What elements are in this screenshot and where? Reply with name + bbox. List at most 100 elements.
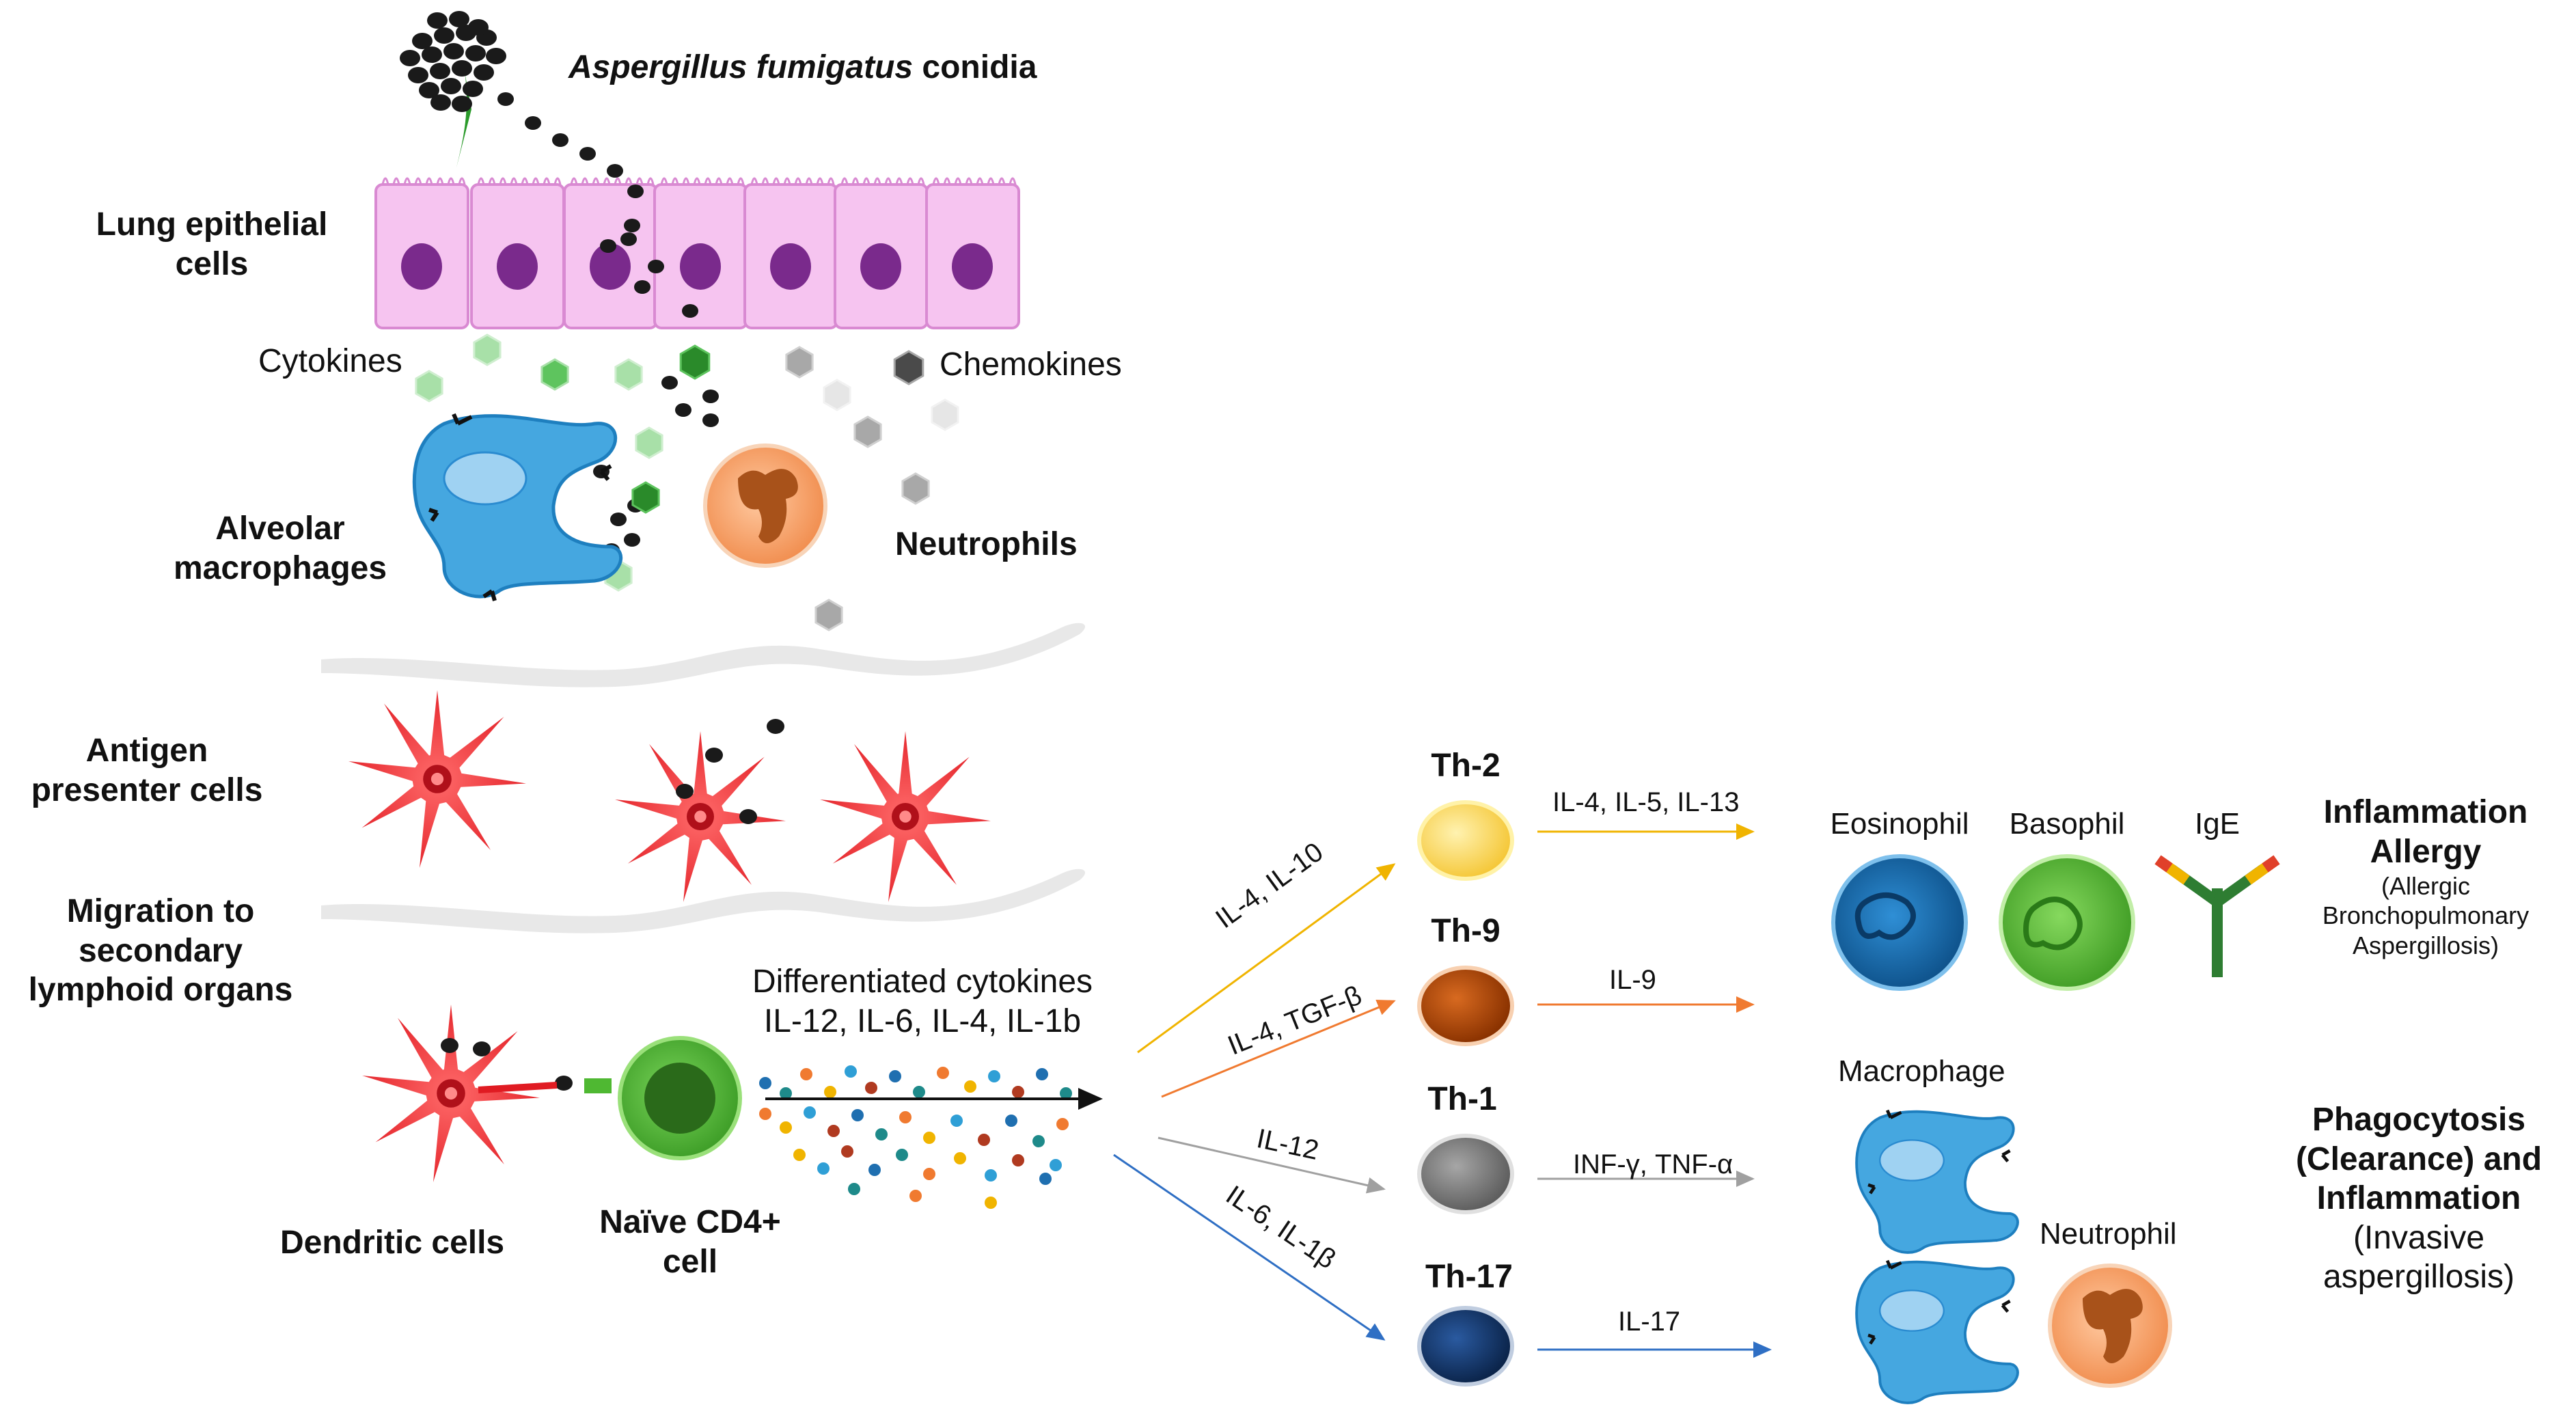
- molecule-hexagon-icon: [823, 379, 851, 411]
- macrophage-label: Macrophage: [1838, 1054, 2005, 1088]
- conidium-icon: [702, 390, 719, 403]
- cytokine-dot: [874, 1127, 889, 1142]
- outcome-line: Allergy: [2370, 833, 2482, 870]
- outcome-line: Inflammation: [2323, 794, 2528, 830]
- nucleus-icon: [770, 243, 811, 290]
- th2-output-label: IL-4, IL-5, IL-13: [1552, 787, 1740, 817]
- cytokine-dot: [888, 1069, 903, 1084]
- molecule-hexagon-icon: [631, 481, 660, 514]
- conidium-icon: [555, 1076, 573, 1091]
- label-line: secondary: [78, 932, 243, 969]
- cytokine-dot: [922, 1130, 937, 1145]
- title-suffix: conidia: [913, 49, 1037, 85]
- conidium-icon: [430, 63, 450, 79]
- conidium-icon: [434, 27, 454, 44]
- molecule-hexagon-icon: [540, 358, 569, 391]
- conidium-icon: [430, 94, 451, 111]
- cytokine-dot: [987, 1069, 1002, 1084]
- cytokine-dot: [953, 1151, 968, 1166]
- conidium-icon: [412, 33, 433, 49]
- conidium-icon: [620, 232, 637, 246]
- label-line: cells: [175, 245, 249, 282]
- outcome-line: Phagocytosis: [2312, 1102, 2526, 1138]
- neutrophil-effector-icon: [2048, 1264, 2172, 1388]
- label-line: Naïve CD4+: [599, 1204, 781, 1240]
- nucleus-icon: [952, 243, 993, 290]
- cytokine-dot: [1011, 1153, 1026, 1168]
- conidium-icon: [422, 46, 442, 63]
- nucleus-icon: [860, 243, 901, 290]
- th1-label: Th-1: [1427, 1081, 1497, 1117]
- conidium-icon: [486, 48, 506, 64]
- conidium-icon: [634, 280, 650, 294]
- cytokine-dot: [826, 1123, 841, 1138]
- conidium-icon: [739, 809, 757, 824]
- label-line: macrophages: [173, 549, 387, 586]
- lung-epithelial-cells: [374, 177, 1020, 329]
- molecule-hexagon-icon: [901, 472, 930, 505]
- phagocytosis-outcome-label: Phagocytosis (Clearance) and Inflammatio…: [2269, 1100, 2569, 1297]
- cytokine-dot: [894, 1147, 909, 1162]
- conidium-icon: [468, 19, 489, 36]
- conidium-icon: [441, 78, 461, 94]
- label-line: Differentiated cytokines: [752, 964, 1093, 1000]
- antigen-presenter-label: Antigen presenter cells: [17, 731, 277, 810]
- differentiated-cytokines-label: Differentiated cytokines IL-12, IL-6, IL…: [731, 962, 1114, 1041]
- th2-cell-icon: [1417, 800, 1514, 881]
- cytokine-dot: [758, 1106, 773, 1121]
- ige-antibody-icon: [2154, 855, 2280, 977]
- label-line: Antigen: [85, 733, 208, 769]
- label-line: Lung epithelial: [96, 206, 328, 243]
- th2-label: Th-2: [1431, 748, 1501, 784]
- outcome-line: (Invasive: [2353, 1219, 2485, 1256]
- antigen-presenter-cells: [348, 690, 991, 1182]
- nucleus-icon: [590, 243, 631, 290]
- outcome-line: Inflammation: [2316, 1180, 2521, 1217]
- label-line: cell: [662, 1243, 718, 1280]
- cytokine-dot: [758, 1076, 773, 1091]
- th1-cell-icon: [1417, 1134, 1514, 1214]
- cytokine-dot: [1011, 1084, 1026, 1100]
- chemokines-label: Chemokines: [940, 346, 1122, 383]
- conidium-icon: [676, 784, 694, 799]
- conidium-icon: [525, 116, 541, 130]
- th9-cell-icon: [1417, 966, 1514, 1046]
- cytokine-dot: [1048, 1158, 1063, 1173]
- outcome-line: Aspergillosis): [2352, 931, 2499, 959]
- molecule-hexagon-icon: [853, 415, 882, 448]
- conidium-icon: [702, 413, 719, 427]
- conidium-icon: [624, 533, 640, 547]
- conidium-icon: [441, 1038, 458, 1053]
- label-line: lymphoid organs: [28, 972, 293, 1009]
- cytokine-dot: [983, 1195, 998, 1210]
- label-line: Alveolar: [215, 510, 345, 547]
- eosinophil-label: Eosinophil: [1830, 807, 1969, 841]
- cytokine-dot: [1055, 1117, 1070, 1132]
- cytokine-dot: [1038, 1171, 1053, 1186]
- cytokine-dot: [912, 1084, 927, 1100]
- alveolar-macrophages-label: Alveolar macrophages: [164, 509, 396, 588]
- figure-title: Aspergillus fumigatus conidia: [568, 48, 1037, 87]
- cytokine-dot: [963, 1079, 978, 1094]
- cytokine-dot-cloud: [758, 1064, 1073, 1210]
- naive-cd4-label: Naïve CD4+ cell: [588, 1203, 793, 1281]
- th17-label: Th-17: [1425, 1259, 1513, 1295]
- conidium-icon: [661, 376, 678, 390]
- cytokine-dot: [843, 1064, 858, 1079]
- cytokine-dot: [792, 1147, 807, 1162]
- conidium-icon: [767, 719, 784, 734]
- th17-cell-icon: [1417, 1306, 1514, 1387]
- th9-label: Th-9: [1431, 913, 1501, 949]
- cytokine-dot: [864, 1080, 879, 1095]
- cytokine-dot: [799, 1067, 814, 1082]
- label-line: Migration to: [66, 893, 255, 929]
- label-line: presenter cells: [31, 772, 263, 808]
- conidium-icon: [400, 50, 420, 66]
- cytokine-dot: [778, 1120, 793, 1135]
- dendritic-cells-label: Dendritic cells: [280, 1225, 505, 1261]
- cytokine-dot: [850, 1108, 865, 1123]
- outcome-line: aspergillosis): [2322, 1259, 2515, 1296]
- molecule-hexagon-icon: [931, 398, 959, 431]
- basophil-label: Basophil: [2009, 807, 2125, 841]
- cytokine-dot: [1034, 1067, 1050, 1082]
